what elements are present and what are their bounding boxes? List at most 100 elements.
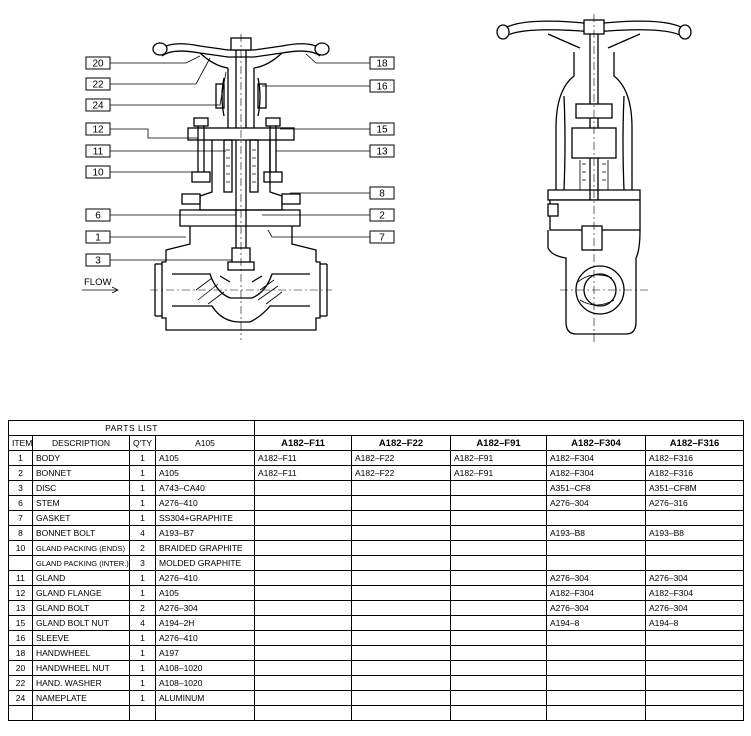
cell-item: 12 bbox=[8, 585, 33, 601]
cell-a182-f22 bbox=[351, 615, 451, 631]
cell-a182-f22: A182–F22 bbox=[351, 450, 451, 466]
cell-a182-f304 bbox=[546, 645, 646, 661]
cell-qty: 4 bbox=[129, 525, 156, 541]
callouts-left: 20 22 24 12 11 10 6 1 3 FLOW bbox=[82, 55, 236, 294]
cell-qty: 3 bbox=[129, 555, 156, 571]
cell-a182-f91 bbox=[450, 660, 547, 676]
side-view bbox=[496, 14, 692, 345]
cell-qty: 1 bbox=[129, 495, 156, 511]
callout-label: 22 bbox=[92, 80, 104, 91]
cell-a182-f22: A182–F22 bbox=[351, 465, 451, 481]
cell-a182-f22 bbox=[351, 510, 451, 526]
table-row bbox=[8, 705, 745, 721]
cell-a182-f22 bbox=[351, 600, 451, 616]
cell-a105: A193–B7 bbox=[155, 525, 255, 541]
cell-a182-f11: A182–F11 bbox=[254, 450, 352, 466]
cell-item bbox=[8, 555, 33, 571]
cell-qty: 1 bbox=[129, 585, 156, 601]
cell-a182-f11 bbox=[254, 585, 352, 601]
cell-a182-f11 bbox=[254, 510, 352, 526]
cell-qty: 1 bbox=[129, 450, 156, 466]
cell-a105: BRAIDED GRAPHITE bbox=[155, 540, 255, 556]
cell-a105: A105 bbox=[155, 450, 255, 466]
cell-a105: A105 bbox=[155, 585, 255, 601]
callout-label: 3 bbox=[95, 256, 101, 267]
cell-a182-f91 bbox=[450, 495, 547, 511]
col-header-item: ITEM bbox=[8, 435, 33, 451]
cell-item: 10 bbox=[8, 540, 33, 556]
cell-a182-f11 bbox=[254, 690, 352, 706]
cell-description: GLAND PACKING (INTER.) bbox=[32, 555, 130, 571]
cell-a182-f316 bbox=[644, 540, 745, 556]
cell-qty: 4 bbox=[129, 615, 156, 631]
cell-a182-f91 bbox=[450, 510, 547, 526]
cell-qty: 1 bbox=[129, 660, 156, 676]
cell-a182-f316: A182–F316 bbox=[644, 450, 745, 466]
cell-a182-f91 bbox=[450, 645, 547, 661]
cell-description bbox=[32, 705, 130, 721]
cell-a182-f11 bbox=[254, 495, 352, 511]
cell-a182-f91 bbox=[450, 585, 547, 601]
col-header-a182-f91: A182–F91 bbox=[450, 435, 547, 451]
cell-a182-f91 bbox=[450, 525, 547, 541]
callouts-right: 18 16 15 13 8 2 7 bbox=[262, 53, 395, 244]
cell-a182-f91 bbox=[450, 570, 547, 586]
cell-a182-f316: A276–304 bbox=[644, 570, 745, 586]
cell-a182-f304: A351–CF8 bbox=[546, 480, 646, 496]
cell-item: 6 bbox=[8, 495, 33, 511]
cell-a182-f304 bbox=[546, 510, 646, 526]
callout-label: 8 bbox=[379, 189, 385, 200]
cell-qty bbox=[129, 705, 156, 721]
col-header-a182-f316: A182–F316 bbox=[644, 435, 745, 451]
cell-a105: A194–2H bbox=[155, 615, 255, 631]
cell-a182-f304: A276–304 bbox=[546, 600, 646, 616]
cell-a182-f91 bbox=[450, 555, 547, 571]
cell-a182-f316: A182–F304 bbox=[644, 585, 745, 601]
cell-description: GLAND FLANGE bbox=[32, 585, 130, 601]
cell-a182-f11 bbox=[254, 555, 352, 571]
col-header-a182-f304: A182–F304 bbox=[546, 435, 646, 451]
cell-description: BODY bbox=[32, 450, 130, 466]
cell-qty: 1 bbox=[129, 690, 156, 706]
cell-a182-f22 bbox=[351, 645, 451, 661]
cell-description: BONNET BOLT bbox=[32, 525, 130, 541]
cell-a182-f304 bbox=[546, 660, 646, 676]
cell-a182-f11: A182–F11 bbox=[254, 465, 352, 481]
cell-a182-f316: A194–8 bbox=[644, 615, 745, 631]
cell-description: HANDWHEEL NUT bbox=[32, 660, 130, 676]
cell-description: GLAND PACKING (ENDS) bbox=[32, 540, 130, 556]
cell-a105: SS304+GRAPHITE bbox=[155, 510, 255, 526]
cell-item bbox=[8, 705, 33, 721]
cell-item: 16 bbox=[8, 630, 33, 646]
cell-qty: 1 bbox=[129, 645, 156, 661]
parts-list-title: PARTS LIST bbox=[8, 420, 255, 436]
cell-qty: 2 bbox=[129, 600, 156, 616]
cell-description: SLEEVE bbox=[32, 630, 130, 646]
col-header-a182-f11: A182–F11 bbox=[254, 435, 352, 451]
cell-a182-f11 bbox=[254, 600, 352, 616]
cell-a182-f304: A276–304 bbox=[546, 570, 646, 586]
callout-label: 6 bbox=[95, 211, 101, 222]
cell-a182-f316 bbox=[644, 630, 745, 646]
callout-label: 24 bbox=[92, 101, 104, 112]
cell-a182-f304: A276–304 bbox=[546, 495, 646, 511]
cell-a182-f304 bbox=[546, 540, 646, 556]
cell-a105: A276–410 bbox=[155, 630, 255, 646]
cell-a182-f91 bbox=[450, 540, 547, 556]
callout-label: 11 bbox=[93, 147, 104, 158]
cell-a182-f316 bbox=[644, 510, 745, 526]
callout-label: 18 bbox=[376, 59, 388, 70]
cell-a182-f22 bbox=[351, 630, 451, 646]
cell-a182-f22 bbox=[351, 705, 451, 721]
cell-item: 7 bbox=[8, 510, 33, 526]
cell-item: 1 bbox=[8, 450, 33, 466]
cell-a182-f316: A351–CF8M bbox=[644, 480, 745, 496]
cell-a182-f91 bbox=[450, 600, 547, 616]
